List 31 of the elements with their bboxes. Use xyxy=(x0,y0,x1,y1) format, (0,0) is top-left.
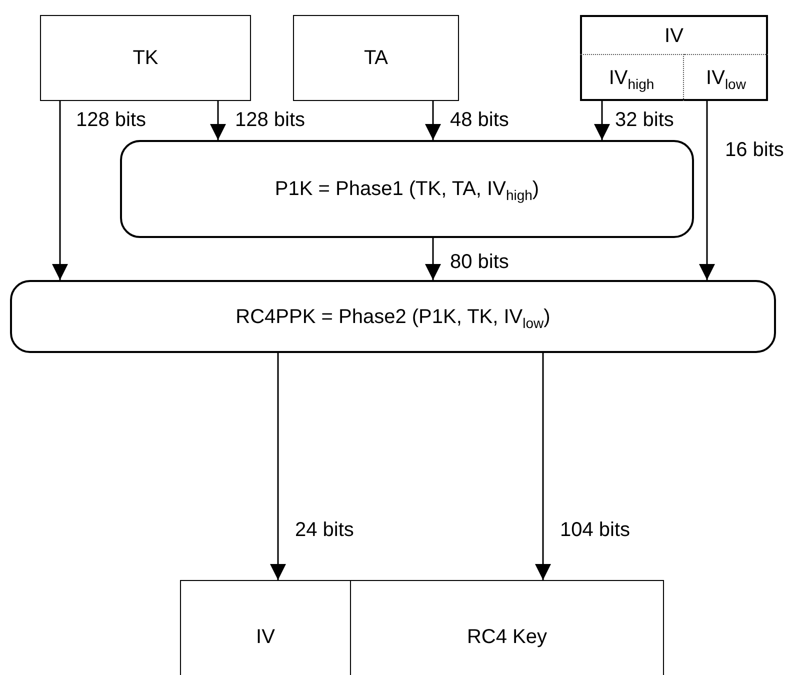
arrow xyxy=(210,101,226,140)
arrow xyxy=(270,353,286,580)
arrow xyxy=(699,101,715,280)
edge-label: 128 bits xyxy=(235,110,306,130)
edge-label: 16 bits xyxy=(725,140,784,160)
edge-label: 80 bits xyxy=(450,252,509,272)
output-field xyxy=(180,580,351,675)
node-label: TK xyxy=(132,47,158,69)
edge-label: 32 bits xyxy=(615,110,674,130)
node-label: IV$_{low}$ xyxy=(706,67,746,89)
key-box xyxy=(40,15,251,101)
process-box xyxy=(120,140,694,238)
arrow xyxy=(425,101,441,140)
arrow xyxy=(52,101,68,280)
edge-label: 48 bits xyxy=(450,110,509,130)
vector-box xyxy=(580,15,768,101)
node-label: RC4 Key xyxy=(466,626,548,648)
node-label: IV xyxy=(256,626,275,648)
arrow xyxy=(594,101,610,140)
node-label: TA xyxy=(364,47,388,69)
address-box xyxy=(293,15,459,101)
node-label: RC4PPK = Phase2 (P1K, TK, IV$_{low}$) xyxy=(236,306,550,328)
vector-part xyxy=(580,54,684,101)
node-label: IV xyxy=(664,25,684,47)
arrow xyxy=(425,238,441,280)
edge-label: 128 bits xyxy=(76,110,146,130)
edge-label: 104 bits xyxy=(560,520,630,540)
edge-label: 24 bits xyxy=(295,520,354,540)
arrow xyxy=(535,353,551,580)
process-box xyxy=(10,280,776,353)
output-field xyxy=(350,580,664,675)
